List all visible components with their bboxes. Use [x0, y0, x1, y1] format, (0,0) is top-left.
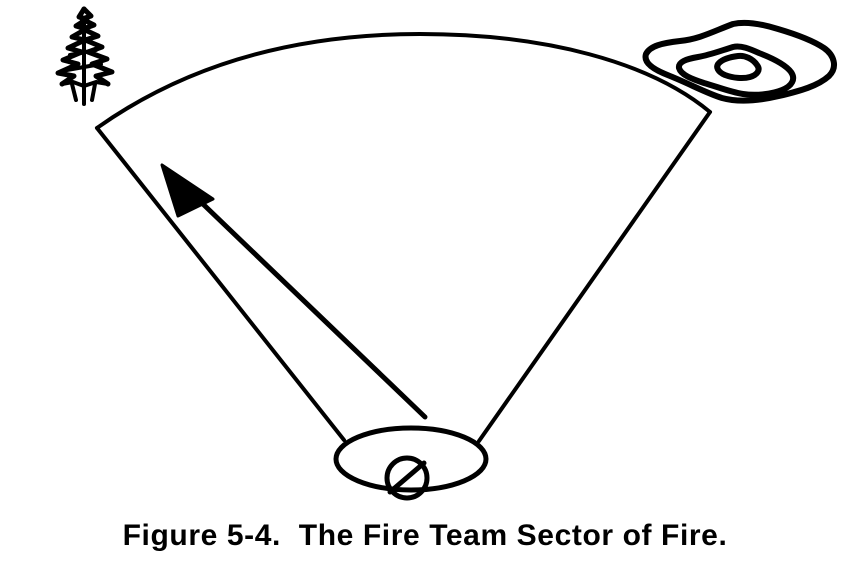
sector-arc: [95, 31, 712, 130]
fire-team-position-ellipse: [333, 425, 489, 493]
hill-contour-icon: [642, 19, 837, 104]
right-sector-limit-line: [477, 110, 712, 443]
automatic-rifle-symbol-icon: [384, 455, 430, 501]
left-sector-limit-line: [95, 126, 346, 442]
evergreen-tree-icon: [55, 6, 115, 106]
direction-of-fire-arrow: [160, 163, 428, 420]
figure-caption: Figure 5-4. The Fire Team Sector of Fire…: [122, 519, 728, 552]
